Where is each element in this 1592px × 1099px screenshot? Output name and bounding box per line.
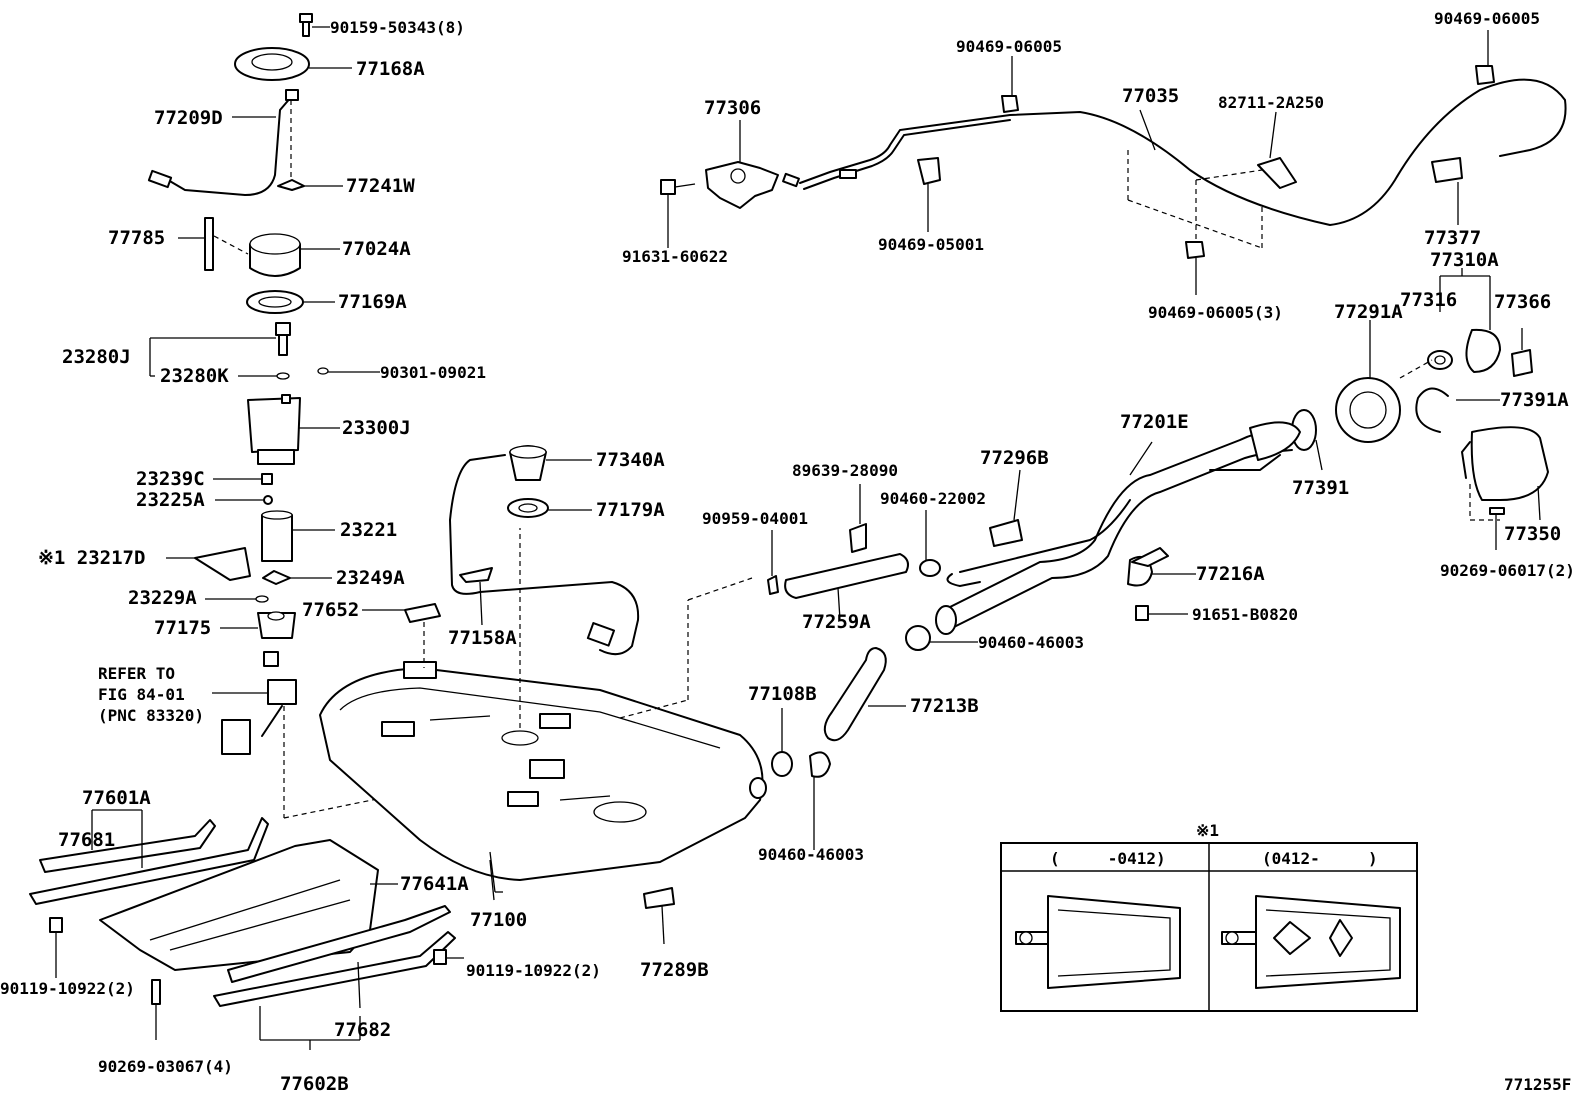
inset-variant-table <box>1000 842 1418 1012</box>
gasket-77241W <box>277 179 343 191</box>
tank-bands <box>29 809 675 1050</box>
refer-note-line3: (PNC 83320) <box>98 706 204 725</box>
label-82711-2A250: 82711-2A250 <box>1218 93 1324 112</box>
label-77340A: 77340A <box>596 449 665 471</box>
label-90469-05001: 90469-05001 <box>878 235 984 254</box>
label-77366: 77366 <box>1494 291 1551 313</box>
clip-77785 <box>178 217 249 271</box>
label-77296B: 77296B <box>980 447 1049 469</box>
label-77316: 77316 <box>1400 289 1457 311</box>
pad-77652 <box>362 603 441 623</box>
regulator-23280J <box>149 322 380 380</box>
label-90269-06017-2: 90269-06017(2) <box>1440 561 1575 580</box>
label-90119-10922-2-left: 90119-10922(2) <box>0 979 135 998</box>
label-77306: 77306 <box>704 97 761 119</box>
label-77201E: 77201E <box>1120 411 1189 433</box>
callout-labels: 90159-50343(8) 77168A 77209D 77241W 7778… <box>0 9 1575 1095</box>
label-77350: 77350 <box>1504 523 1561 545</box>
wire-77209D <box>147 89 299 197</box>
label-77641A: 77641A <box>400 873 469 895</box>
label-90469-06005-right: 90469-06005 <box>1434 9 1540 28</box>
label-90159-50343: 90159-50343(8) <box>330 18 465 37</box>
screw-90159 <box>299 13 330 37</box>
label-77291A: 77291A <box>1334 301 1403 323</box>
pump-filter-23221 <box>261 510 335 562</box>
label-23300J: 23300J <box>342 417 411 439</box>
label-77168A: 77168A <box>356 58 425 80</box>
label-23229A: 23229A <box>128 587 197 609</box>
label-77158A: 77158A <box>448 627 517 649</box>
label-90301-09021: 90301-09021 <box>380 363 486 382</box>
label-90959-04001: 90959-04001 <box>702 509 808 528</box>
label-77035: 77035 <box>1122 85 1179 107</box>
filter-variant-new <box>1221 895 1401 989</box>
label-77391: 77391 <box>1292 477 1349 499</box>
sender-cap-77024A <box>249 233 340 277</box>
label-77682: 77682 <box>334 1019 391 1041</box>
label-23249A: 23249A <box>336 567 405 589</box>
label-23280K: 23280K <box>160 365 229 387</box>
label-77310A: 77310A <box>1430 249 1499 271</box>
label-90269-03067-4: 90269-03067(4) <box>98 1057 233 1076</box>
filler-pipe-77201E <box>935 421 1301 635</box>
inset-col2-header: (0412- ) <box>1262 849 1378 868</box>
mid-hose-parts <box>749 469 1196 850</box>
label-77785: 77785 <box>108 227 165 249</box>
refer-note-line1: REFER TO <box>98 664 175 683</box>
fuel-pump-23300J <box>247 394 340 465</box>
label-77179A: 77179A <box>596 499 665 521</box>
label-77602B: 77602B <box>280 1073 349 1095</box>
clamp-77158A <box>459 567 493 626</box>
label-91651-B0820: 91651-B0820 <box>1192 605 1298 624</box>
label-90460-22002: 90460-22002 <box>880 489 986 508</box>
label-77601A: 77601A <box>82 787 151 809</box>
retainer-ring-77168A <box>234 47 352 81</box>
bracket-77175 <box>220 611 296 639</box>
refer-note-line2: FIG 84-01 <box>98 685 185 704</box>
breather-77340A <box>448 445 640 656</box>
label-77652: 77652 <box>302 599 359 621</box>
gasket-77169A <box>246 290 335 314</box>
label-77681: 77681 <box>58 829 115 851</box>
label-77377: 77377 <box>1424 227 1481 249</box>
opener-assembly <box>660 30 1567 295</box>
label-23239C: 23239C <box>136 468 205 490</box>
label-91631-60622: 91631-60622 <box>622 247 728 266</box>
label-90460-46003-a: 90460-46003 <box>978 633 1084 652</box>
label-23225A: 23225A <box>136 489 205 511</box>
label-77169A: 77169A <box>338 291 407 313</box>
fuel-tank-77100 <box>319 528 764 893</box>
label-77216A: 77216A <box>1196 563 1265 585</box>
filter-parts <box>213 473 273 505</box>
figure-id: 771255F <box>1504 1075 1571 1094</box>
label-23221: 23221 <box>340 519 397 541</box>
label-89639-28090: 89639-28090 <box>792 461 898 480</box>
label-77175: 77175 <box>154 617 211 639</box>
label-77241W: 77241W <box>346 175 415 197</box>
label-77100: 77100 <box>470 909 527 931</box>
label-23217D: ※1 23217D <box>38 547 145 569</box>
filter-variant-old <box>1015 895 1181 989</box>
label-77108B: 77108B <box>748 683 817 705</box>
pump-assembly-column <box>147 13 471 819</box>
label-77024A: 77024A <box>342 238 411 260</box>
filler-cap-group <box>1291 268 1549 550</box>
label-77289B: 77289B <box>640 959 709 981</box>
label-77209D: 77209D <box>154 107 223 129</box>
label-90469-06005-3: 90469-06005(3) <box>1148 303 1283 322</box>
label-23280J: 23280J <box>62 346 131 368</box>
filter-23217D <box>166 547 251 581</box>
label-77391A: 77391A <box>1500 389 1569 411</box>
label-90460-46003-b: 90460-46003 <box>758 845 864 864</box>
label-90469-06005-top: 90469-06005 <box>956 37 1062 56</box>
inset-note-marker: ※1 <box>1196 821 1219 840</box>
clip-23249A <box>262 570 332 585</box>
inset-col1-header: ( -0412) <box>1050 849 1166 868</box>
washer-23229A <box>205 595 269 603</box>
label-77213B: 77213B <box>910 695 979 717</box>
label-77259A: 77259A <box>802 611 871 633</box>
label-90119-10922-2-mid: 90119-10922(2) <box>466 961 601 980</box>
